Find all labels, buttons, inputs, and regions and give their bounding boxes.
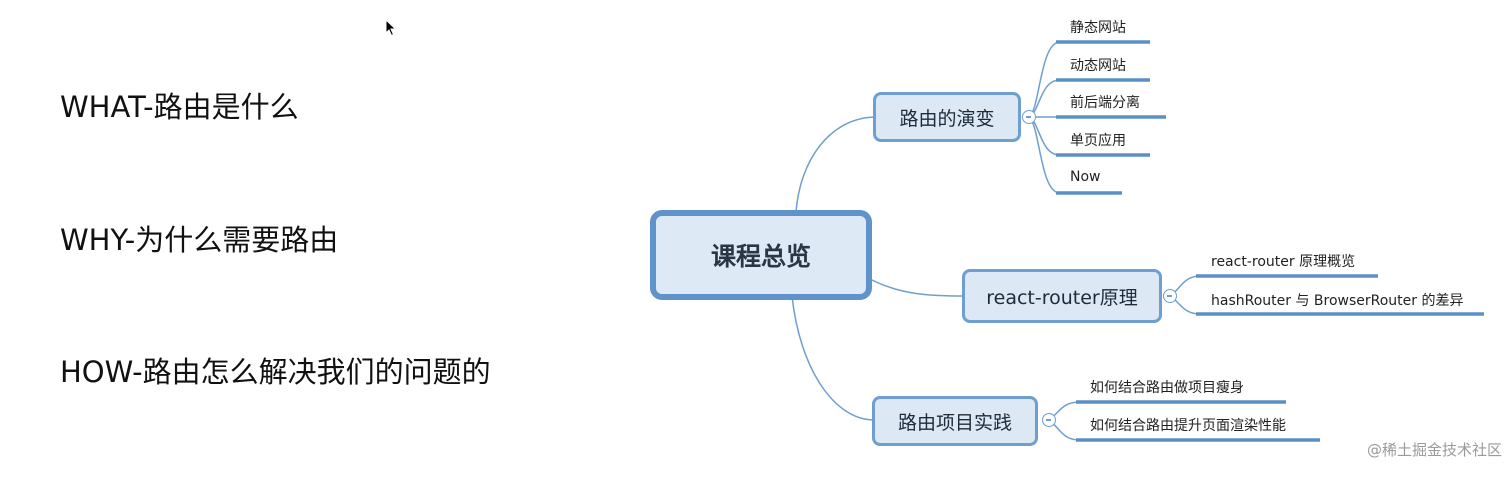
leaf-react-router-overview[interactable]: react-router 原理概览 — [1211, 254, 1356, 270]
root-node[interactable]: 课程总览 — [650, 210, 872, 300]
connector-branch1-leaf1 — [1028, 41, 1061, 118]
leaf-frontend-backend-separation[interactable]: 前后端分离 — [1070, 95, 1140, 111]
leaf-now[interactable]: Now — [1070, 169, 1101, 185]
left-item-what: WHAT-路由是什么 — [60, 90, 299, 124]
leaf-single-page-app[interactable]: 单页应用 — [1070, 133, 1126, 149]
leaf-slim-project[interactable]: 如何结合路由做项目瘦身 — [1090, 380, 1244, 396]
left-item-why: WHY-为什么需要路由 — [60, 223, 339, 257]
collapse-toggle-icon[interactable] — [1163, 289, 1177, 303]
connector-root-branch2 — [867, 277, 965, 297]
collapse-toggle-icon[interactable] — [1022, 110, 1036, 124]
watermark: @稀土掘金技术社区 — [1366, 441, 1502, 459]
connector-root-branch3 — [791, 295, 875, 421]
left-item-how: HOW-路由怎么解决我们的问题的 — [60, 355, 491, 389]
leaf-router-differences[interactable]: hashRouter 与 BrowserRouter 的差异 — [1211, 293, 1464, 309]
branch-node-route-evolution[interactable]: 路由的演变 — [873, 92, 1021, 142]
leaf-render-performance[interactable]: 如何结合路由提升页面渲染性能 — [1090, 418, 1286, 434]
connector-root-branch1 — [795, 116, 876, 213]
branch-node-react-router-principle[interactable]: react-router原理 — [962, 269, 1162, 323]
leaf-dynamic-site[interactable]: 动态网站 — [1070, 58, 1126, 74]
leaf-static-site[interactable]: 静态网站 — [1070, 20, 1126, 36]
mouse-cursor-icon — [385, 19, 397, 37]
branch-node-route-practice[interactable]: 路由项目实践 — [872, 396, 1038, 446]
collapse-toggle-icon[interactable] — [1042, 413, 1056, 427]
connector-branch1-leaf4 — [1028, 116, 1061, 156]
